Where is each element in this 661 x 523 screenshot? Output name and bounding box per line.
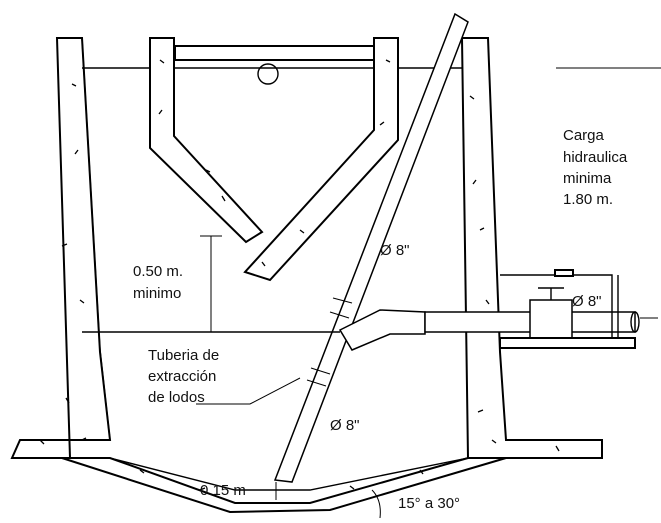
pipe-diameter-outlet-label: Ø 8"	[572, 293, 602, 310]
pipe-joint-2	[329, 311, 350, 319]
bottom-gap-label: 0.15 m	[200, 482, 246, 499]
concrete-hatching	[39, 59, 560, 491]
float-circle	[257, 63, 279, 85]
left-wall	[10, 37, 112, 459]
slope-angle-label: 15° a 30°	[398, 495, 460, 512]
carga-label-line3: minima	[563, 170, 612, 187]
outlet-pipe-end	[630, 311, 640, 333]
baffle-gap-label-line1: 0.50 m.	[133, 263, 183, 280]
pipe-diameter-upper-label: Ø 8"	[380, 242, 410, 259]
outlet-branch	[338, 309, 426, 351]
left-baffle	[149, 37, 264, 244]
slope-angle-arc	[371, 489, 381, 519]
valve-body	[529, 299, 573, 339]
right-baffle	[243, 37, 399, 282]
valve-base-slab	[499, 337, 636, 349]
tuberia-label-line2: extracción	[148, 368, 216, 385]
pipe-joint-3	[310, 367, 331, 375]
pipe-joint-4	[306, 379, 327, 387]
tuberia-label-line1: Tuberia de	[148, 347, 219, 364]
hopper-inner-line	[109, 457, 469, 491]
carga-label-line1: Carga	[563, 127, 605, 144]
right-wall	[460, 37, 603, 459]
pipe-diameter-lower-label: Ø 8"	[330, 417, 360, 434]
tuberia-label-line3: de lodos	[148, 389, 205, 406]
inlet-top-bar	[174, 45, 376, 61]
pipe-joint-1	[332, 297, 353, 304]
valve-box-lid	[554, 269, 574, 277]
tuberia-leader	[196, 377, 301, 405]
carga-label-line2: hidraulica	[563, 149, 628, 166]
baffle-gap-label-line2: minimo	[133, 285, 181, 302]
valve-box	[500, 274, 613, 338]
sludge-pipe	[273, 12, 469, 483]
left-wall-inner-edge	[81, 37, 111, 441]
carga-label-line4: 1.80 m.	[563, 191, 613, 208]
